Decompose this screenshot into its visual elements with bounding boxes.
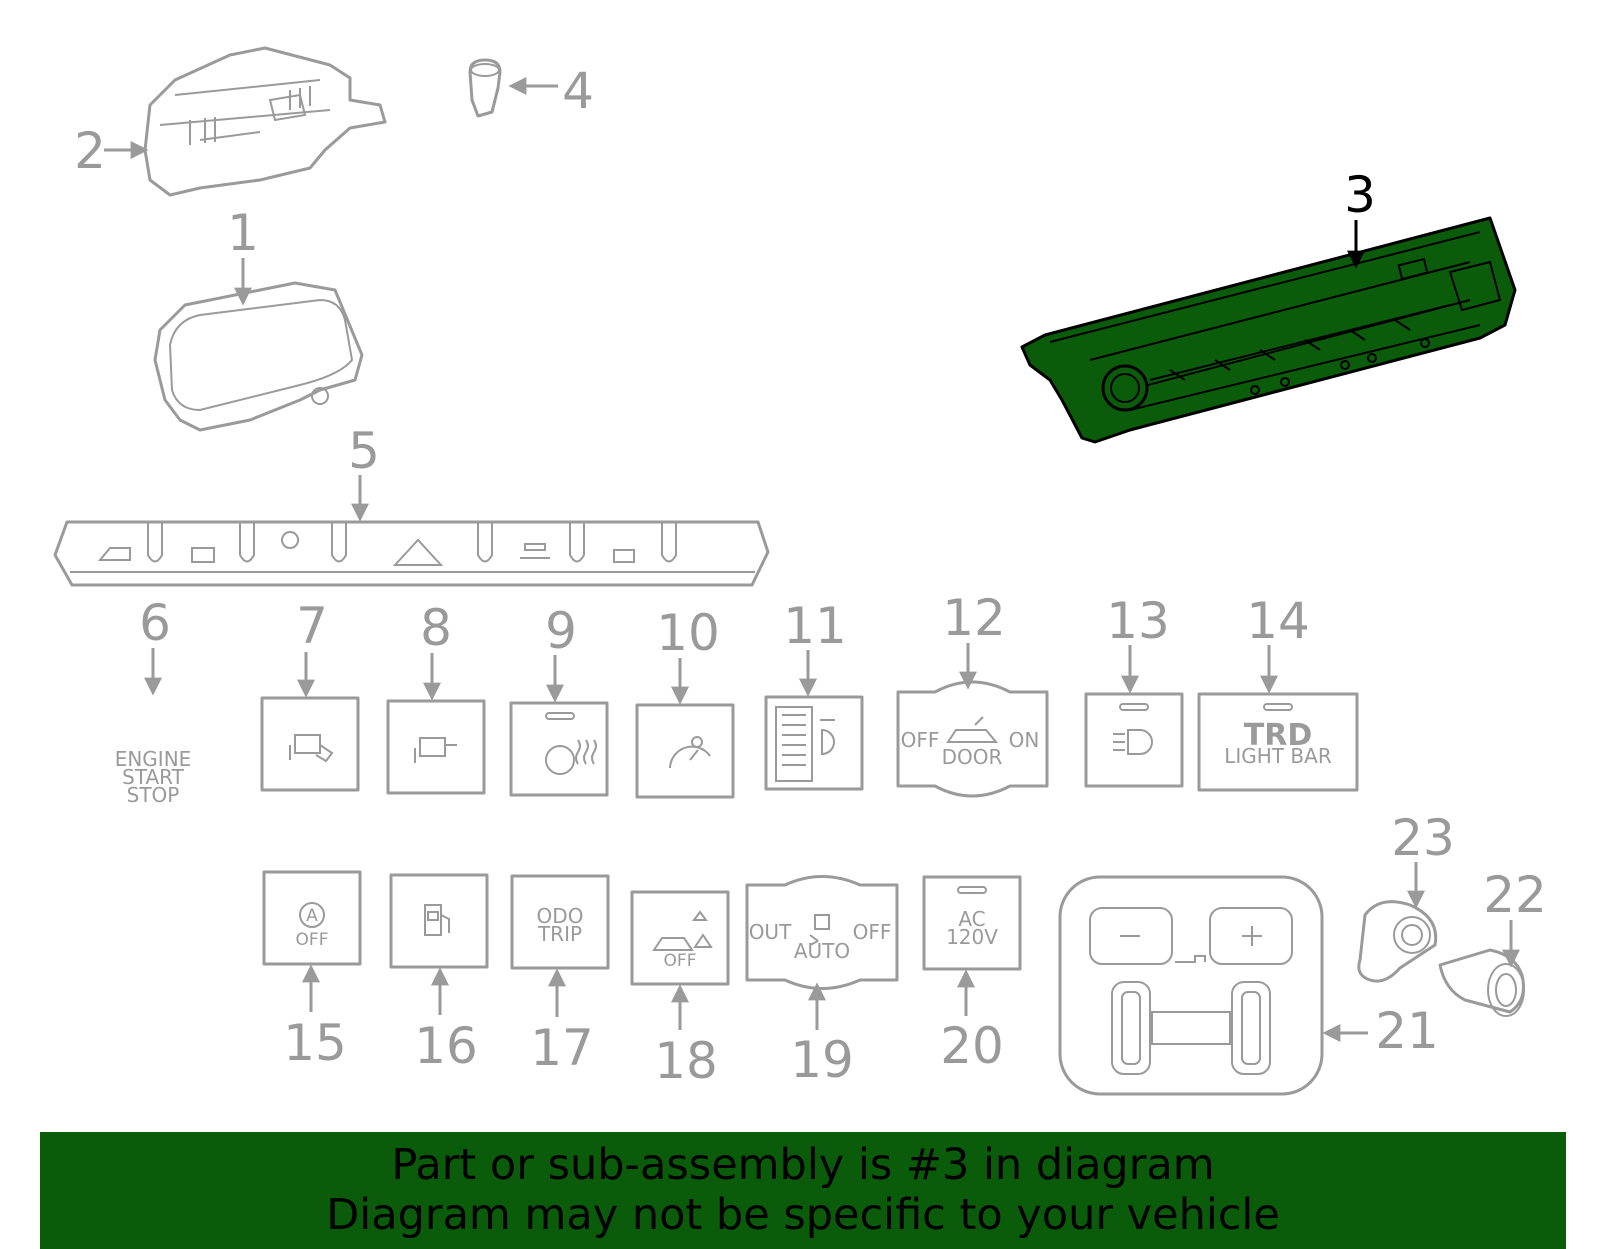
part-5-switch-panel (53, 520, 770, 587)
part-1-instrument-cluster (153, 281, 364, 432)
light-bar-label: LIGHT BAR (1224, 744, 1332, 768)
callout-6: 6 (139, 594, 171, 652)
part-16-button (389, 873, 489, 969)
part-6-engine-start-button: ENGINE START STOP (115, 747, 192, 807)
door-on-label: ON (1009, 728, 1040, 752)
callout-15: 15 (283, 1014, 347, 1072)
banner-line-1: Part or sub-assembly is #3 in diagram (391, 1140, 1215, 1190)
callout-3: 3 (1344, 166, 1376, 224)
trip-label: TRIP (537, 922, 582, 946)
callout-19: 19 (790, 1031, 854, 1089)
engine-start-line-1: ENGINE (115, 747, 192, 771)
odo-label: ODO (537, 904, 584, 928)
part-18-button: OFF (630, 890, 730, 986)
part-4-clip (468, 58, 502, 118)
banner-line-2: Diagram may not be specific to your vehi… (326, 1190, 1280, 1240)
part-12-door-button: OFF DOOR ON (896, 680, 1049, 798)
callout-10: 10 (656, 604, 720, 662)
callout-20: 20 (940, 1017, 1004, 1075)
mirror-auto-label: AUTO (794, 939, 850, 963)
callout-5: 5 (348, 422, 380, 480)
engine-start-line-3: STOP (127, 783, 180, 807)
callout-21: 21 (1375, 1002, 1439, 1060)
callout-16: 16 (414, 1017, 478, 1075)
callout-17: 17 (530, 1019, 594, 1077)
callout-14: 14 (1246, 592, 1310, 650)
auto-off-a-label: A (306, 906, 318, 926)
part-21-4wd-control (1058, 875, 1324, 1096)
part-13-button (1084, 692, 1184, 788)
part-7-button (260, 696, 360, 792)
part-2-module (143, 46, 387, 197)
engine-start-line-2: START (122, 765, 184, 789)
ac-label: AC (958, 907, 985, 931)
auto-off-label: OFF (296, 930, 329, 950)
part-19-mirror-button: OUT AUTO OFF (745, 875, 899, 990)
part-8-button (386, 699, 486, 795)
callout-8: 8 (420, 599, 452, 657)
part-3-trim-panel (1020, 216, 1517, 444)
part-11-button (764, 695, 864, 791)
door-label: DOOR (942, 745, 1003, 769)
part-14-light-bar-button: TRD LIGHT BAR (1197, 692, 1359, 792)
callout-22: 22 (1483, 866, 1547, 924)
callout-9: 9 (545, 602, 577, 660)
callout-12: 12 (942, 589, 1006, 647)
callout-numbers: 1 2 3 4 5 6 7 8 9 10 11 12 13 14 15 16 1… (74, 62, 1547, 1090)
callout-1: 1 (227, 204, 259, 262)
part-23-socket (1357, 900, 1438, 983)
leader-arrows (104, 77, 1520, 1042)
info-banner: Part or sub-assembly is #3 in diagram Di… (40, 1132, 1566, 1249)
callout-18: 18 (654, 1032, 718, 1090)
callout-4: 4 (562, 62, 594, 120)
part-15-button: A OFF (262, 870, 362, 966)
sensor-off-label: OFF (664, 951, 697, 971)
door-off-label: OFF (901, 728, 940, 752)
callout-11: 11 (783, 597, 847, 655)
part-10-button (635, 703, 735, 799)
part-9-button (509, 701, 609, 797)
part-20-ac-button: AC 120V (922, 875, 1022, 971)
trd-logo: TRD (1244, 718, 1312, 753)
callout-23: 23 (1391, 809, 1455, 867)
mirror-out-label: OUT (749, 920, 792, 944)
part-17-odo-trip-button: ODO TRIP (510, 874, 610, 970)
callout-7: 7 (296, 597, 328, 655)
callout-2: 2 (74, 122, 106, 180)
voltage-label: 120V (946, 925, 998, 949)
mirror-off-label: OFF (853, 920, 892, 944)
callout-13: 13 (1106, 592, 1170, 650)
